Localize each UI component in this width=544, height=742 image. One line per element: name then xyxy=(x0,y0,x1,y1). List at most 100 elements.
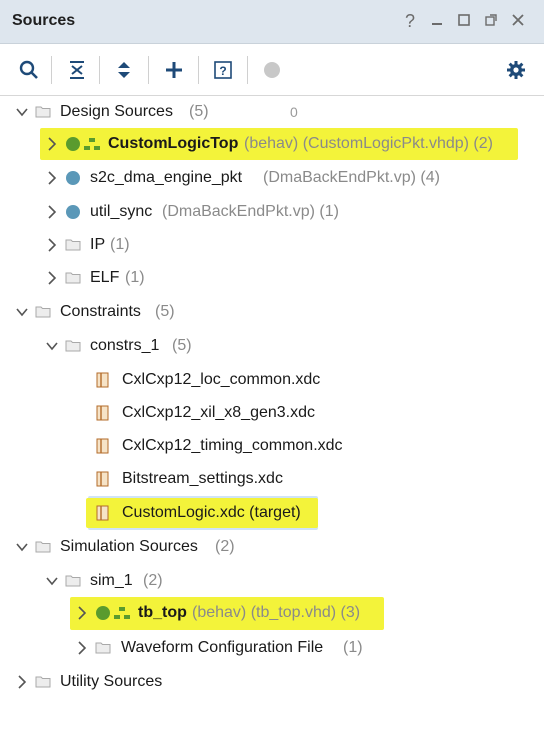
node-count: (2) xyxy=(215,538,235,555)
module-detail: (DmaBackEndPkt.vp) (4) xyxy=(263,169,440,186)
node-label: Waveform Configuration File xyxy=(121,639,324,656)
module-name: CustomLogicTop xyxy=(108,135,239,152)
chevron-down-icon[interactable] xyxy=(16,540,28,554)
green-status-dot-icon xyxy=(96,606,110,620)
chevron-right-icon[interactable] xyxy=(46,205,58,219)
chevron-right-icon[interactable] xyxy=(16,675,28,689)
node-count: (2) xyxy=(143,572,163,589)
blue-status-dot-icon xyxy=(66,171,80,185)
chevron-right-icon[interactable] xyxy=(76,641,88,655)
tree-node-constraints[interactable]: Constraints (5) xyxy=(0,296,544,328)
folder-icon xyxy=(65,340,81,352)
svg-text:?: ? xyxy=(219,64,226,78)
file-name: CxlCxp12_xil_x8_gen3.xdc xyxy=(122,404,315,421)
chevron-down-icon[interactable] xyxy=(16,305,28,319)
folder-icon xyxy=(35,541,51,553)
node-label: Utility Sources xyxy=(60,673,163,690)
xdc-file-icon xyxy=(96,372,109,388)
node-count: (5) xyxy=(189,103,209,120)
xdc-file-icon xyxy=(96,438,109,454)
green-status-dot-icon xyxy=(66,137,80,151)
module-name: tb_top xyxy=(138,604,187,621)
tree-node-sim-1[interactable]: sim_1 (2) xyxy=(0,565,544,597)
tree-node-xdc-file[interactable]: Bitstream_settings.xdc xyxy=(0,463,544,495)
help-box-icon[interactable]: ? xyxy=(210,57,236,83)
folder-icon xyxy=(65,272,81,284)
xdc-file-icon xyxy=(96,505,109,521)
tree-node-util-sync[interactable]: util_sync (DmaBackEndPkt.vp) (1) xyxy=(0,196,544,228)
tree-node-custom-logic-top[interactable]: CustomLogicTop (behav) (CustomLogicPkt.v… xyxy=(0,128,544,160)
chevron-right-icon[interactable] xyxy=(46,271,58,285)
tree-node-s2c-dma-engine-pkt[interactable]: s2c_dma_engine_pkt (DmaBackEndPkt.vp) (4… xyxy=(0,162,544,194)
expand-all-icon[interactable] xyxy=(111,57,137,83)
search-icon[interactable] xyxy=(16,57,42,83)
tree-node-xdc-file-target[interactable]: CustomLogic.xdc (target) xyxy=(0,497,544,529)
tree-node-xdc-file[interactable]: CxlCxp12_timing_common.xdc xyxy=(0,430,544,462)
node-label: Constraints xyxy=(60,303,141,320)
toolbar-separator xyxy=(148,56,149,84)
toolbar-separator xyxy=(198,56,199,84)
tree-node-xdc-file[interactable]: CxlCxp12_loc_common.xdc xyxy=(0,364,544,396)
chevron-right-icon[interactable] xyxy=(46,171,58,185)
add-icon[interactable] xyxy=(161,57,187,83)
folder-icon xyxy=(35,676,51,688)
node-label: Simulation Sources xyxy=(60,538,198,555)
chevron-down-icon[interactable] xyxy=(46,339,58,353)
tree-node-waveform-config[interactable]: Waveform Configuration File (1) xyxy=(0,632,544,664)
folder-icon xyxy=(65,239,81,251)
chevron-down-icon[interactable] xyxy=(16,105,28,119)
tree-node-design-sources[interactable]: Design Sources (5) xyxy=(0,96,544,128)
module-detail: (behav) (CustomLogicPkt.vhdp) (2) xyxy=(244,135,493,152)
status-count: 0 xyxy=(290,104,298,120)
close-icon[interactable] xyxy=(507,10,529,32)
gear-icon[interactable] xyxy=(503,57,529,83)
file-name: CxlCxp12_timing_common.xdc xyxy=(122,437,343,454)
float-icon[interactable] xyxy=(480,10,502,32)
tree-node-elf[interactable]: ELF (1) xyxy=(0,262,544,294)
tree-node-constrs-1[interactable]: constrs_1 (5) xyxy=(0,330,544,362)
file-name: Bitstream_settings.xdc xyxy=(122,470,283,487)
chevron-down-icon[interactable] xyxy=(46,574,58,588)
sources-toolbar: ? 0 xyxy=(0,44,544,120)
xdc-file-icon xyxy=(96,405,109,421)
hierarchy-icon xyxy=(84,138,100,150)
tree-node-tb-top[interactable]: tb_top (behav) (tb_top.vhd) (3) xyxy=(0,597,544,629)
tree-node-ip[interactable]: IP (1) xyxy=(0,229,544,261)
minimize-icon[interactable] xyxy=(426,10,448,32)
hierarchy-icon xyxy=(114,607,130,619)
toolbar-separator xyxy=(99,56,100,84)
node-label: Design Sources xyxy=(60,103,173,120)
panel-title: Sources xyxy=(12,12,76,29)
toolbar-separator xyxy=(247,56,248,84)
toolbar-separator xyxy=(51,56,52,84)
file-name: CxlCxp12_loc_common.xdc xyxy=(122,371,321,388)
chevron-right-icon[interactable] xyxy=(46,137,58,151)
module-name: s2c_dma_engine_pkt xyxy=(90,169,243,186)
node-label: IP xyxy=(90,236,106,253)
chevron-right-icon[interactable] xyxy=(76,606,88,620)
collapse-all-icon[interactable] xyxy=(64,57,90,83)
status-circle-icon xyxy=(259,57,285,83)
node-count: (5) xyxy=(155,303,175,320)
node-count: (1) xyxy=(343,639,363,656)
module-detail: (DmaBackEndPkt.vp) (1) xyxy=(162,203,339,220)
folder-icon xyxy=(95,642,111,654)
file-name: CustomLogic.xdc (target) xyxy=(122,504,301,521)
chevron-right-icon[interactable] xyxy=(46,238,58,252)
module-name: util_sync xyxy=(90,203,153,220)
node-count: (1) xyxy=(125,269,145,286)
help-icon[interactable]: ? xyxy=(404,11,415,31)
maximize-icon[interactable] xyxy=(453,10,475,32)
folder-icon xyxy=(65,575,81,587)
folder-icon xyxy=(35,106,51,118)
node-label: sim_1 xyxy=(90,572,133,589)
tree-node-utility-sources[interactable]: Utility Sources xyxy=(0,666,544,698)
highlight-marker xyxy=(70,597,384,630)
highlight-marker xyxy=(86,498,318,528)
module-detail: (behav) (tb_top.vhd) (3) xyxy=(192,604,361,621)
tree-node-simulation-sources[interactable]: Simulation Sources (2) xyxy=(0,531,544,563)
panel-header: Sources ? xyxy=(0,0,544,44)
node-count: (1) xyxy=(110,236,130,253)
tree-node-xdc-file[interactable]: CxlCxp12_xil_x8_gen3.xdc xyxy=(0,397,544,429)
highlight-marker xyxy=(40,128,518,160)
